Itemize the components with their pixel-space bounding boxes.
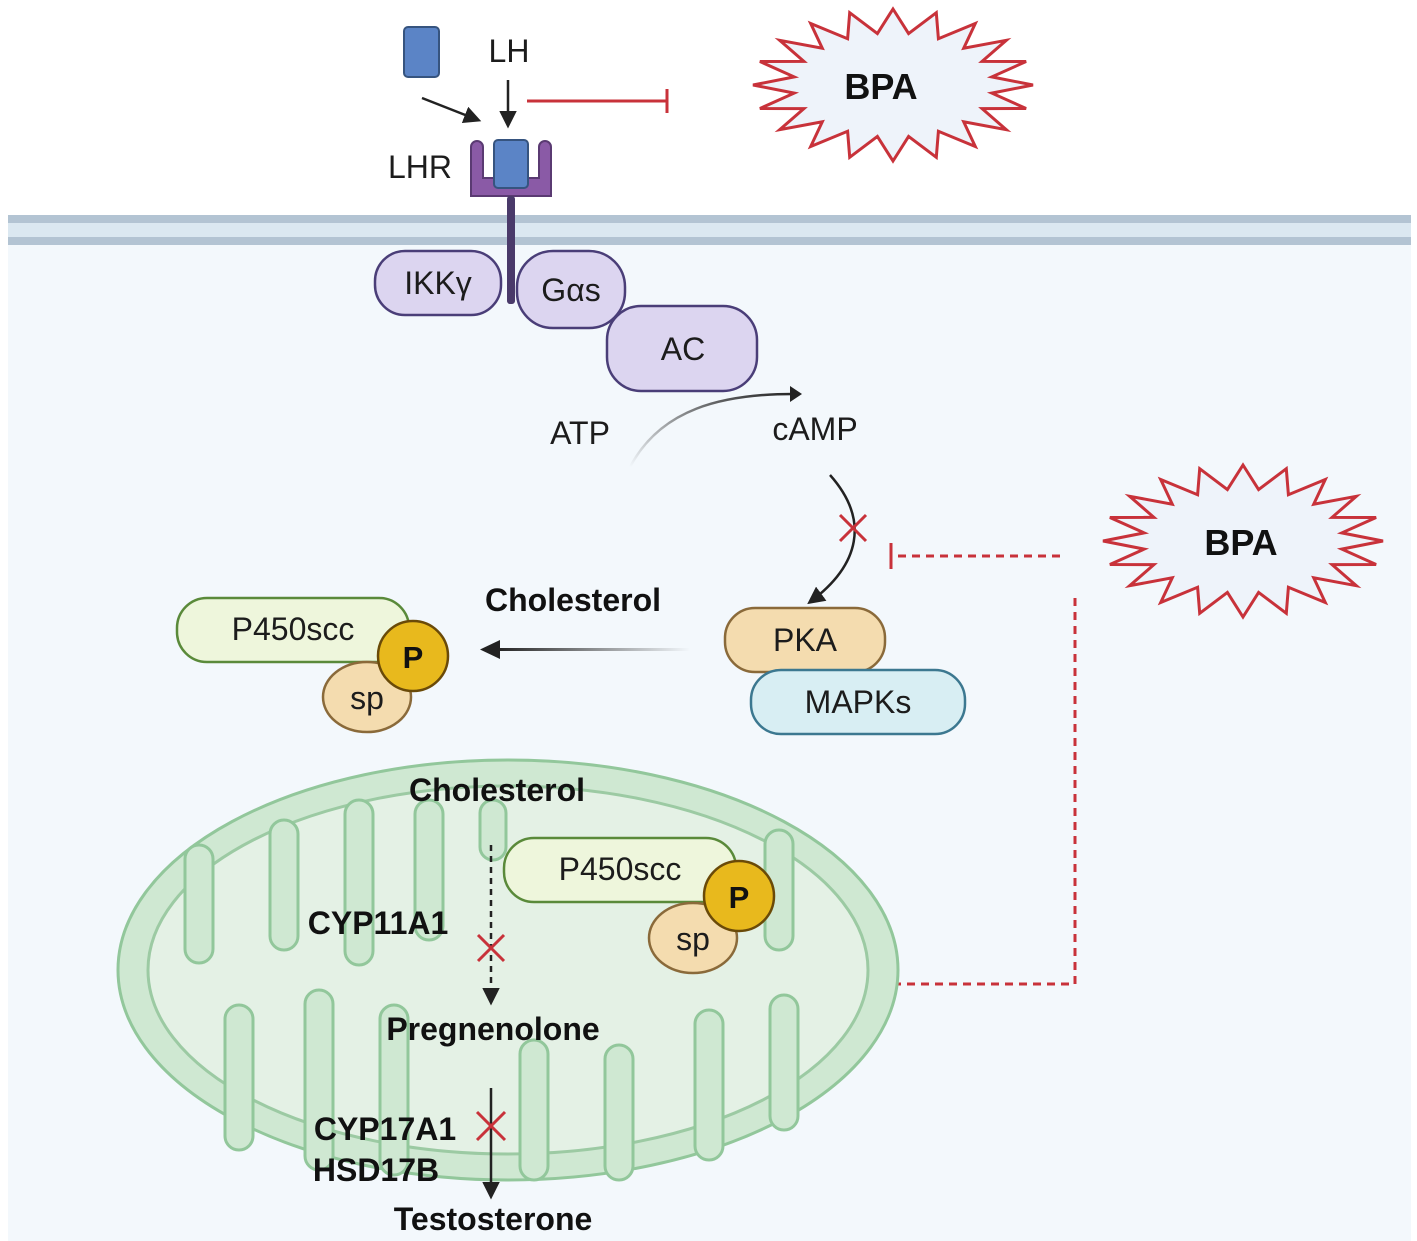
lhr-label: LHR: [388, 149, 452, 185]
mito-sp-label: sp: [676, 921, 710, 957]
cell-membrane-outer: [8, 215, 1411, 223]
cell-membrane-space: [8, 223, 1411, 237]
camp-to-pka-arrow: [807, 474, 856, 605]
bpa-top-label: BPA: [844, 66, 917, 107]
atp-label: ATP: [550, 415, 610, 451]
lh-ligand-icon: [403, 26, 440, 78]
mitochondrion-inner-membrane: [146, 784, 870, 1156]
adenylyl-cyclase-protein: [605, 304, 759, 393]
cytosol-cholesterol-label: Cholesterol: [485, 582, 661, 618]
cytosol-phospho-icon: [376, 619, 450, 693]
cyp17a1-block-x-icon: [475, 1110, 507, 1142]
mapks-label: MAPKs: [805, 684, 912, 720]
lhr-receptor-icon: [470, 140, 552, 197]
atp-to-camp-arrowhead: [790, 386, 802, 402]
lh-label: LH: [489, 33, 530, 69]
cholesterol-transport-arrowhead: [480, 640, 500, 659]
bpa-burst-top-icon: [752, 6, 1034, 164]
mito-phospho-label: P: [729, 880, 750, 915]
ikk-gamma-protein: [373, 249, 503, 317]
cytosol-phospho-label: P: [403, 640, 424, 675]
lhr-transmembrane-stalk: [507, 196, 515, 304]
atp-to-camp-arrow: [628, 392, 801, 468]
lhr-bound-ligand-icon: [493, 139, 529, 189]
cytosol-sp-label: sp: [350, 680, 384, 716]
adenylyl-cyclase-label: AC: [661, 331, 705, 367]
cell-membrane-inner: [8, 237, 1411, 245]
mito-p450scc-label: P450scc: [559, 851, 682, 887]
pregnenolone-label: Pregnenolone: [386, 1011, 599, 1047]
cytosol-p450scc-label: P450scc: [232, 611, 355, 647]
mito-phospho-icon: [702, 859, 776, 933]
mapks-protein: [749, 668, 967, 736]
hsd17b-label: HSD17B: [313, 1152, 439, 1188]
bpa-burst-side-icon: [1102, 462, 1384, 620]
mito-cholesterol-label: Cholesterol: [409, 772, 585, 808]
cyp11a1-label: CYP11A1: [308, 905, 449, 941]
cyp17a1-label: CYP17A1: [314, 1111, 456, 1147]
testosterone-label: Testosterone: [394, 1201, 593, 1237]
mitochondrion-cristae: [183, 798, 800, 1182]
ligand-binding-arrow: [421, 96, 482, 124]
cholesterol-transport-arrow: [496, 648, 690, 651]
cyp11a1-block-x-icon: [476, 933, 506, 963]
g-alpha-s-label: Gαs: [541, 272, 600, 308]
pka-label: PKA: [773, 622, 838, 658]
camp-pka-block-x-icon: [838, 513, 868, 543]
camp-label: cAMP: [772, 411, 857, 447]
ikk-gamma-label: IKKγ: [404, 265, 472, 301]
bpa-side-label: BPA: [1204, 522, 1277, 563]
g-alpha-s-protein: [515, 249, 627, 330]
